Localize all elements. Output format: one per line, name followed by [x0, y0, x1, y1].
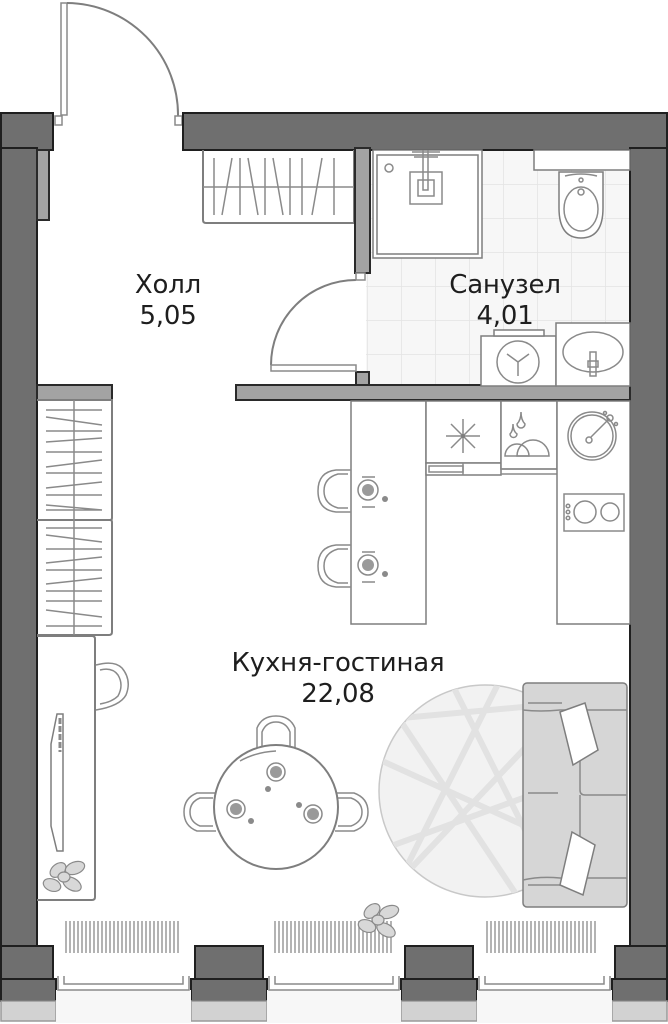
room-label-kitchen-living: Кухня-гостиная 22,08 — [200, 648, 476, 710]
desk-icon — [37, 635, 96, 901]
bar-stool-icon — [317, 469, 388, 513]
dining-chair-icon — [183, 792, 216, 832]
bathroom-door-icon — [270, 272, 366, 372]
sofa-icon — [522, 682, 628, 908]
room-name-bathroom: Санузел — [449, 270, 561, 300]
cooktop-icon — [563, 493, 625, 532]
dishwasher-icon — [500, 400, 558, 475]
desk-chair-icon — [95, 662, 129, 711]
room-area-kitchen-living: 22,08 — [301, 679, 375, 709]
washing-machine-icon — [480, 329, 557, 387]
interior-walls — [36, 147, 631, 401]
fridge-icon — [425, 400, 502, 476]
wardrobe-icon — [202, 150, 355, 224]
toilet-icon — [533, 149, 631, 239]
bar-counter-icon — [350, 400, 427, 625]
exterior-walls — [0, 112, 668, 1002]
room-area-bathroom: 4,01 — [476, 301, 534, 331]
round-dining-table-icon — [213, 744, 339, 870]
entrance-door-icon — [54, 2, 183, 126]
room-area-hall: 5,05 — [139, 301, 197, 331]
room-label-hall: Холл 5,05 — [108, 270, 228, 332]
room-name-hall: Холл — [134, 270, 202, 300]
sink-icon — [567, 410, 619, 461]
dining-chair-icon — [256, 715, 296, 755]
plant-icon — [42, 860, 86, 893]
tv-icon — [50, 713, 64, 852]
dining-chair-icon — [335, 792, 369, 832]
plant-icon — [357, 903, 400, 938]
radiator-icon — [65, 921, 596, 953]
wardrobe-icon — [37, 399, 113, 636]
window-icon — [0, 976, 668, 1023]
washbasin-icon — [555, 322, 631, 387]
room-name-kitchen-living: Кухня-гостиная — [231, 648, 445, 678]
room-label-bathroom: Санузел 4,01 — [425, 270, 585, 332]
shower-tray-icon — [372, 149, 483, 259]
bar-stool-icon — [317, 544, 388, 588]
